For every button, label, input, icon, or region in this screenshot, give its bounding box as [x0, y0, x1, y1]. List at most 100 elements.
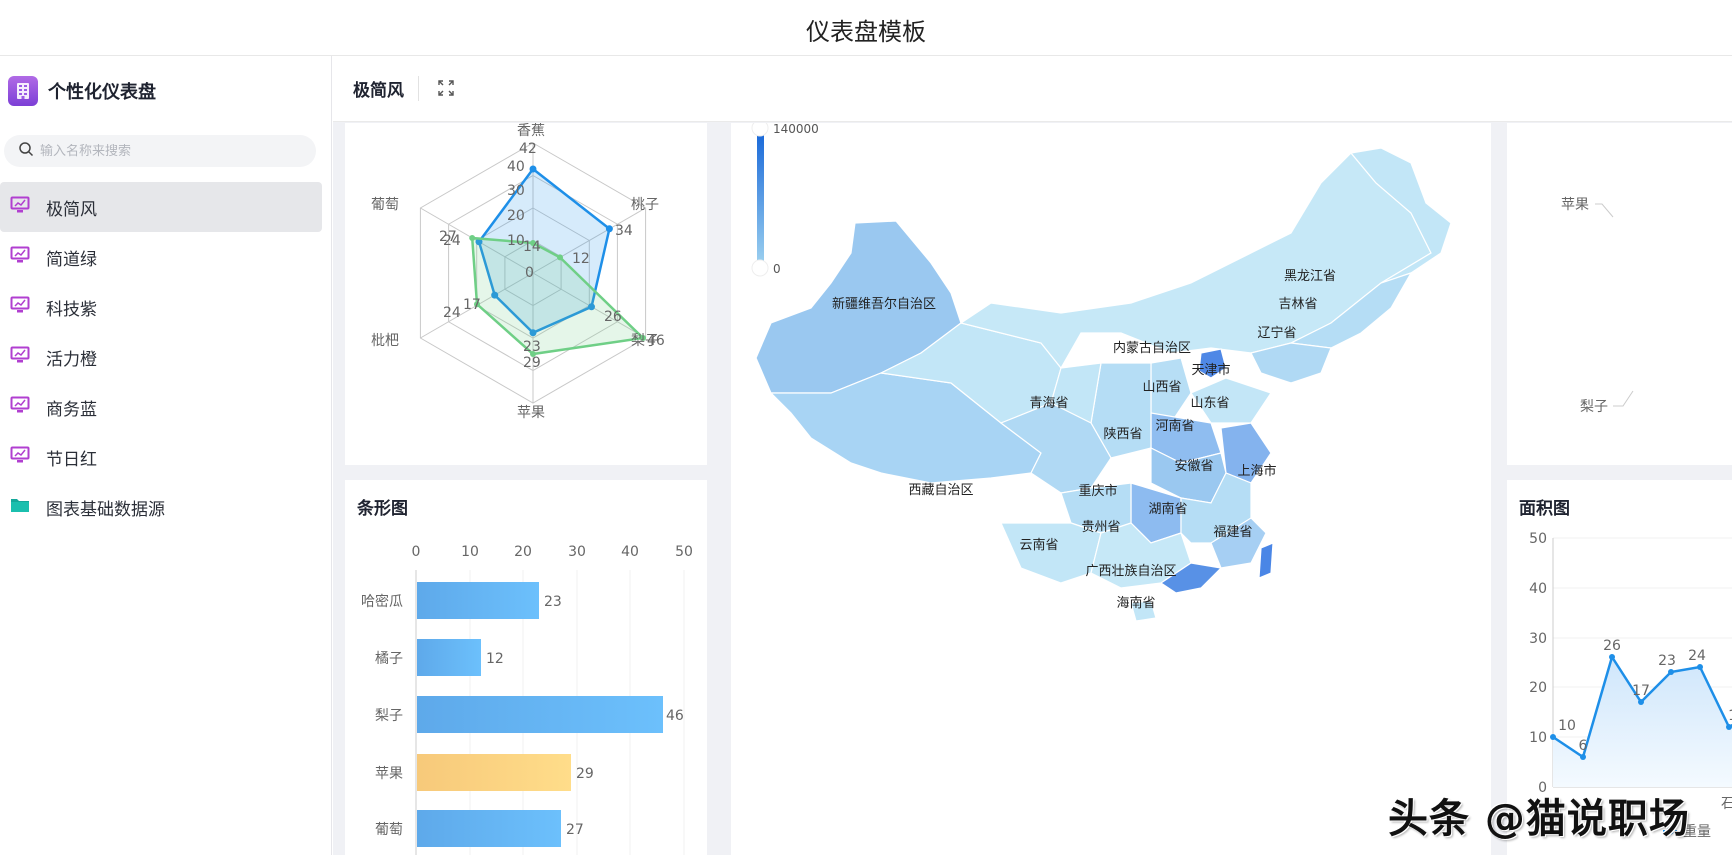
area-chart-card: 面积图 50 40 30 20 10 0 10 6 26 17 23	[1507, 480, 1732, 855]
bar[interactable]	[417, 696, 663, 733]
sidebar-item-purple[interactable]: 科技紫	[0, 282, 322, 332]
dashboard-monitor-icon	[10, 246, 30, 268]
dashboard-monitor-icon	[10, 196, 30, 218]
sidebar-item-label: 科技紫	[46, 299, 97, 320]
watermark: 头条 @猫说职场	[1388, 796, 1690, 842]
dashboard-header: 极简风	[333, 56, 1732, 122]
visual-map-handle-max[interactable]	[751, 119, 769, 137]
svg-text:17: 17	[463, 297, 481, 313]
svg-text:46: 46	[647, 333, 665, 349]
svg-text:橘子: 橘子	[375, 651, 403, 667]
dashboard-monitor-icon	[10, 446, 30, 468]
sidebar-item-business-blue[interactable]: 商务蓝	[0, 382, 322, 432]
svg-text:14: 14	[523, 239, 541, 255]
fullscreen-expand-icon[interactable]	[437, 79, 457, 99]
svg-text:23: 23	[544, 594, 562, 610]
sidebar-item-green[interactable]: 简道绿	[0, 232, 322, 282]
search-input[interactable]	[40, 143, 300, 159]
sidebar-item-orange[interactable]: 活力橙	[0, 332, 322, 382]
svg-text:辽宁省: 辽宁省	[1257, 325, 1296, 341]
svg-text:29: 29	[576, 766, 594, 782]
sidebar-item-label: 商务蓝	[46, 399, 97, 420]
svg-text:26: 26	[604, 309, 622, 325]
china-map-card: 140000 0	[731, 119, 1491, 855]
svg-text:石榴: 石榴	[1721, 796, 1732, 812]
visual-map-bar[interactable]	[757, 128, 764, 268]
bar[interactable]	[417, 582, 539, 619]
visual-map-handle-min[interactable]	[751, 259, 769, 277]
svg-text:27: 27	[439, 229, 457, 245]
radar-chart: 香蕉 桃子 梨子 苹果 枇杷 葡萄 0 10 20 30 40 42 34 26…	[371, 123, 665, 421]
svg-text:0: 0	[773, 262, 781, 276]
sidebar-item-label: 极简风	[46, 199, 97, 220]
svg-text:葡萄: 葡萄	[375, 822, 403, 838]
radar-chart-card: 香蕉 桃子 梨子 苹果 枇杷 葡萄 0 10 20 30 40 42 34 26…	[345, 123, 707, 465]
svg-text:青海省: 青海省	[1029, 396, 1068, 411]
dashboard-monitor-icon	[10, 346, 30, 368]
area-chart: 50 40 30 20 10 0 10 6 26 17 23 24 12 石榴	[1529, 531, 1732, 840]
sidebar-item-minimal[interactable]: 极简风	[0, 182, 322, 232]
china-map[interactable]: 140000 0	[731, 119, 1491, 855]
sidebar-item-data-source[interactable]: 图表基础数据源	[0, 482, 322, 532]
svg-text:海南省: 海南省	[1116, 595, 1155, 611]
svg-text:29: 29	[523, 355, 541, 371]
svg-text:10: 10	[1529, 730, 1547, 746]
svg-text:20: 20	[507, 208, 525, 224]
svg-text:苹果: 苹果	[375, 766, 403, 782]
svg-text:50: 50	[1529, 531, 1547, 547]
svg-text:23: 23	[523, 339, 541, 355]
svg-text:6: 6	[1579, 738, 1588, 754]
bar[interactable]	[417, 810, 561, 847]
svg-text:34: 34	[615, 223, 633, 239]
svg-text:30: 30	[1529, 631, 1547, 647]
svg-text:黑龙江省: 黑龙江省	[1284, 269, 1336, 284]
bar-highlight[interactable]	[417, 754, 571, 791]
svg-text:天津市: 天津市	[1191, 362, 1230, 378]
area-legend[interactable]: 重量	[1663, 824, 1711, 840]
page-title: 仪表盘模板	[806, 18, 926, 46]
svg-text:0: 0	[412, 544, 421, 560]
svg-text:贵州省: 贵州省	[1081, 520, 1120, 535]
map-region-labels: 新疆维吾尔自治区 西藏自治区 青海省 内蒙古自治区 黑龙江省 吉林省 辽宁省 天…	[832, 269, 1336, 611]
svg-text:40: 40	[621, 544, 639, 560]
bar-chart-title: 条形图	[357, 499, 408, 519]
pie-label: 苹果	[1561, 197, 1589, 213]
svg-text:福建省: 福建省	[1213, 525, 1252, 540]
svg-text:42: 42	[519, 141, 537, 157]
svg-text:广西壮族自治区: 广西壮族自治区	[1085, 563, 1176, 579]
top-bar: 仪表盘模板	[0, 0, 1732, 56]
pie-label: 梨子	[1580, 399, 1608, 415]
sidebar-item-festival-red[interactable]: 节日红	[0, 432, 322, 482]
svg-text:安徽省: 安徽省	[1174, 459, 1213, 474]
svg-text:陕西省: 陕西省	[1103, 427, 1142, 442]
sidebar-item-label: 活力橙	[46, 349, 97, 370]
search-icon	[18, 141, 34, 161]
svg-text:24: 24	[443, 305, 461, 321]
building-icon	[8, 76, 38, 106]
bar[interactable]	[417, 639, 481, 676]
svg-text:140000: 140000	[773, 123, 819, 136]
sidebar: 个性化仪表盘 极简风 简道绿 科技紫 活力橙 商务蓝 节日红	[0, 56, 332, 855]
radar-indicator: 桃子	[631, 197, 659, 213]
sidebar-item-label: 简道绿	[46, 249, 97, 270]
dashboard-nav: 极简风 简道绿 科技紫 活力橙 商务蓝 节日红 图表基础数据源	[0, 182, 322, 532]
bar-chart: 0 10 20 30 40 50 哈密瓜 23 橘子 12 梨子 46	[361, 544, 693, 855]
svg-text:20: 20	[1529, 680, 1547, 696]
radar-indicator: 香蕉	[517, 123, 545, 139]
svg-text:云南省: 云南省	[1019, 537, 1058, 553]
brand-title: 个性化仪表盘	[48, 82, 156, 103]
dashboard-monitor-icon	[10, 396, 30, 418]
svg-text:重庆市: 重庆市	[1078, 483, 1117, 499]
bar-chart-card: 条形图 0 10 20 30 40 50 哈密瓜 23 橘子	[345, 480, 707, 855]
search-box[interactable]	[4, 135, 316, 167]
radar-indicator: 梨子	[631, 333, 659, 349]
svg-text:30: 30	[507, 183, 525, 199]
area-chart-title: 面积图	[1519, 499, 1570, 519]
sidebar-item-label: 图表基础数据源	[46, 499, 165, 520]
svg-text:西藏自治区: 西藏自治区	[908, 483, 973, 498]
svg-text:吉林省: 吉林省	[1278, 297, 1317, 312]
pie-chart-card: 苹果 梨子	[1507, 123, 1732, 465]
svg-text:重量: 重量	[1683, 824, 1711, 840]
radar-indicator: 葡萄	[371, 197, 399, 213]
dashboard-title: 极简风	[353, 76, 419, 101]
